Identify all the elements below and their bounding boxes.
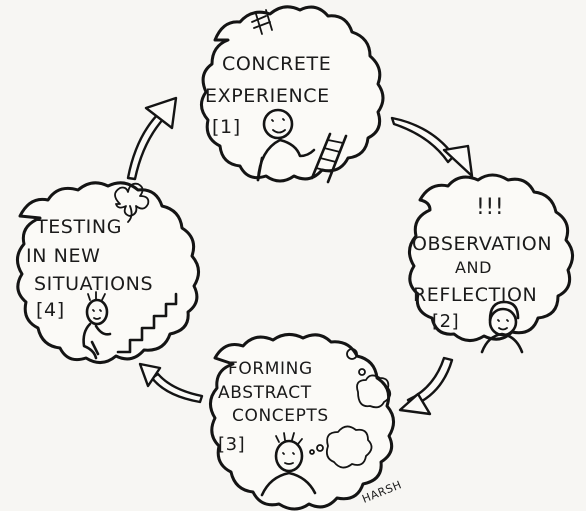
stage-1-line-1: CONCRETE: [222, 53, 331, 75]
person-thinking-icon: [260, 432, 317, 497]
stage-4-line-3: SITUATIONS: [34, 273, 153, 295]
stage-2-line-3: REFLECTION: [413, 284, 537, 306]
exclamation-marks: !!!: [476, 195, 504, 220]
stage-forming-abstract-concepts: FORMING ABSTRACT CONCEPTS [3]: [209, 333, 395, 511]
stage-3-line-3: CONCEPTS: [232, 406, 329, 426]
stage-3-line-1: FORMING: [228, 359, 313, 379]
stage-concrete-experience: CONCRETE EXPERIENCE [1]: [200, 5, 385, 184]
person-stepping-icon: [82, 291, 112, 360]
stage-1-bubble: [200, 5, 385, 183]
clover-icon: [114, 182, 150, 223]
stage-2-line-1: OBSERVATION: [412, 233, 552, 255]
arrow-1-to-2: [390, 116, 474, 178]
stage-3-bubble: [209, 333, 395, 511]
stage-1-number: [1]: [212, 116, 241, 138]
ladder-icon-small: [251, 9, 273, 35]
stage-1-line-2: EXPERIENCE: [205, 85, 330, 107]
person-climbing-icon: [256, 108, 348, 184]
stage-2-line-2: AND: [455, 258, 492, 277]
stage-3-line-2: ABSTRACT: [218, 383, 312, 403]
arrow-4-to-1: [126, 96, 178, 181]
stage-4-line-2: IN NEW: [26, 245, 100, 267]
stage-observation-reflection: !!! OBSERVATION AND REFLECTION [2]: [408, 173, 574, 354]
arrow-3-to-4: [138, 362, 204, 404]
stairs-icon: [116, 292, 178, 354]
thought-cloud-icon-bottom: [309, 425, 373, 469]
stage-3-number: [3]: [218, 434, 245, 455]
stage-2-number: [2]: [432, 311, 459, 332]
arrow-2-to-3: [398, 356, 454, 416]
stage-4-line-1: TESTING: [35, 216, 122, 238]
thought-cloud-icon-top: [346, 348, 392, 409]
stage-4-number: [4]: [36, 299, 65, 321]
stage-2-bubble: [408, 173, 574, 342]
person-reflecting-icon: [480, 300, 524, 354]
stage-testing-new-situations: TESTING IN NEW SITUATIONS [4]: [16, 181, 200, 364]
